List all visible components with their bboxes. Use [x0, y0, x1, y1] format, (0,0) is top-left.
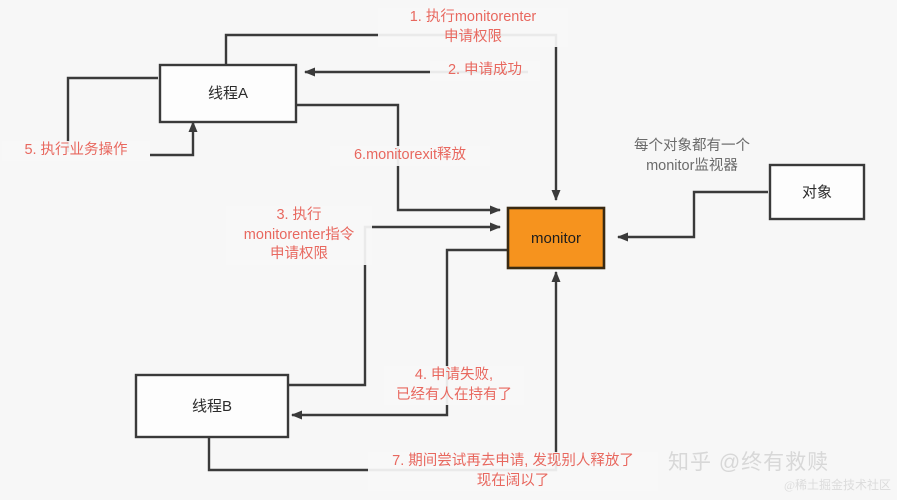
annotation-step-5: 5. 执行业务操作 [2, 141, 150, 161]
monitor-label: monitor [531, 230, 581, 247]
node-thread-b[interactable]: 线程B [134, 373, 290, 439]
annotation-step-3: 3. 执行 monitorenter指令 申请权限 [226, 206, 372, 265]
edge-step3 [286, 222, 501, 387]
watermark-main: 知乎 @终有救赎 [668, 451, 830, 474]
annotation-step-7: 7. 期间尝试再去申请, 发现别人释放了 现在阔以了 [368, 452, 658, 492]
annotation-step-4: 4. 申请失败, 已经有人在持有了 [384, 366, 524, 406]
watermark-sub: @稀土掘金技术社区 [784, 478, 892, 492]
annotation-step-2: 2. 申请成功 [430, 61, 540, 81]
edge-step5-out [66, 76, 158, 152]
node-object[interactable]: 对象 [768, 163, 866, 221]
thread-a-label: 线程A [208, 85, 248, 102]
annotation-step-1: 1. 执行monitorenter 申请权限 [378, 8, 568, 48]
edge-step4 [291, 248, 508, 420]
node-monitor[interactable]: monitor [506, 206, 606, 270]
annotation-step-6: 6.monitorexit释放 [330, 146, 490, 166]
edge-step5-in [150, 121, 198, 157]
object-label: 对象 [802, 184, 832, 201]
thread-b-label: 线程B [192, 398, 232, 415]
note-monitor-ownership: 每个对象都有一个 monitor监视器 [634, 138, 750, 174]
edge-object-monitor [617, 190, 768, 242]
node-thread-a[interactable]: 线程A [158, 63, 298, 124]
